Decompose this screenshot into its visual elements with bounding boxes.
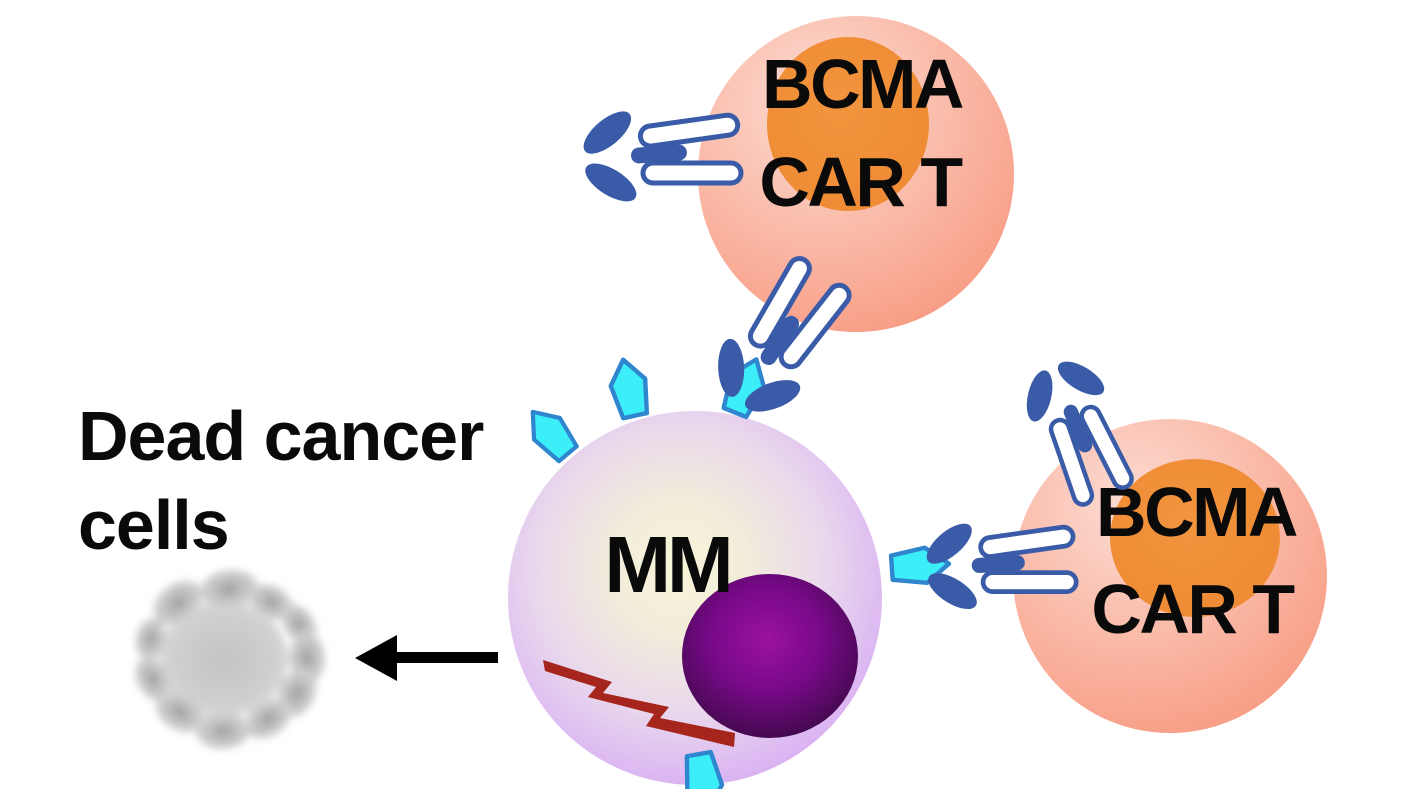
- kill-arrow-shaft: [392, 652, 498, 663]
- apoptotic-body: [196, 712, 250, 750]
- dead-cell-core: [160, 601, 288, 717]
- bcma-antigen-icon: [520, 401, 581, 464]
- dead-cells-cluster: [135, 569, 326, 750]
- car-t-top-label-line2: CAR T: [759, 143, 962, 221]
- mm-cell: MM: [508, 411, 882, 785]
- car-t-cell-top: BCMA CAR T: [698, 16, 1014, 332]
- apoptotic-body: [135, 657, 171, 701]
- car-t-cell-right-nucleus: [1110, 459, 1280, 617]
- apoptotic-body: [245, 699, 291, 739]
- dead-cells-label-line2: cells: [78, 486, 229, 564]
- apoptotic-body: [249, 584, 293, 620]
- dead-cells-label: Dead cancer cells: [78, 397, 485, 564]
- damage-bolt-icon: [543, 660, 735, 747]
- bcma-antigen-icon: [606, 356, 652, 419]
- car-t-cell-top-nucleus: [767, 37, 929, 211]
- kill-arrow-head: [355, 635, 397, 681]
- dead-cells-label-line1: Dead cancer: [78, 397, 484, 475]
- apoptotic-body: [153, 580, 203, 626]
- kill-arrow-icon: [355, 635, 498, 681]
- mm-cell-label: MM: [604, 520, 729, 609]
- mm-cell-nucleus: [682, 574, 858, 738]
- car-t-right-label-line2: CAR T: [1091, 570, 1294, 648]
- car-t-top-label-line1: BCMA: [762, 45, 963, 123]
- apoptotic-body: [155, 691, 205, 733]
- apoptotic-body: [135, 618, 167, 660]
- apoptotic-body: [200, 569, 258, 609]
